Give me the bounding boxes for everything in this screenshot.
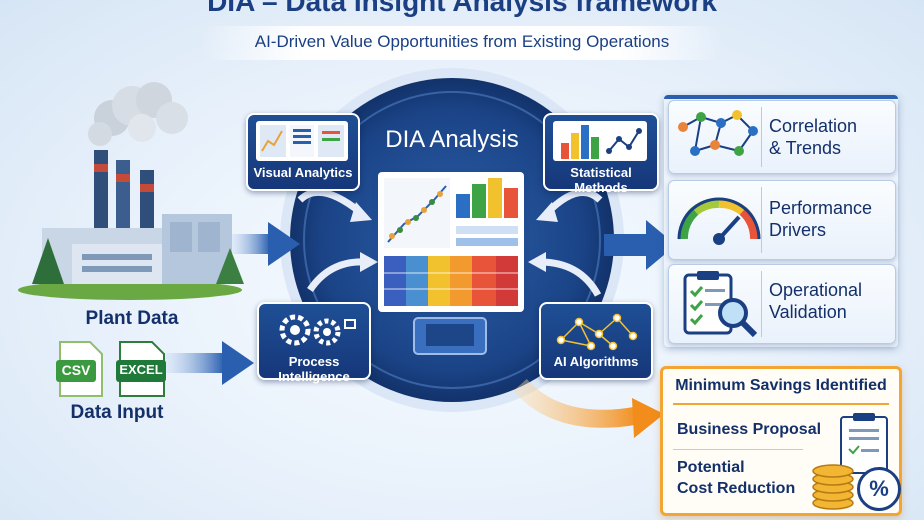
factory-illustration — [18, 82, 244, 300]
performance-line1: Performance — [769, 198, 873, 218]
excel-file-icon: EXCEL — [114, 340, 170, 398]
module-statistical-methods: Statistical Methods — [543, 113, 659, 195]
page-title: DIA – Data Insight Analysis framework — [207, 0, 717, 17]
process-gears-icon — [279, 314, 356, 346]
card-correlation-trends: Correlation & Trends — [668, 100, 896, 174]
analysis-dashboard — [378, 172, 524, 312]
data-input-arrow — [164, 353, 224, 373]
data-input-label: Data Input — [70, 402, 164, 423]
savings-arrow — [513, 378, 642, 428]
process-intelligence-label: Process Intelligence — [278, 354, 350, 384]
visual-analytics-icon — [260, 125, 344, 157]
cost-reduction-line: Cost Reduction — [677, 480, 796, 497]
correlation-line2: & Trends — [769, 138, 842, 158]
excel-label: EXCEL — [119, 362, 163, 377]
csv-file-icon: CSV — [54, 340, 106, 398]
operational-line1: Operational — [769, 280, 863, 300]
savings-box: Minimum Savings Identified Business Prop… — [660, 366, 902, 516]
module-ai-algorithms: AI Algorithms — [539, 302, 653, 380]
clipboard-magnifier-icon — [683, 271, 758, 338]
module-visual-analytics: Visual Analytics — [246, 113, 360, 191]
plant-data-label: Plant Data — [85, 308, 179, 329]
proposal-clipboard-icon — [840, 413, 888, 474]
heatmap — [384, 256, 518, 306]
operational-line2: Validation — [769, 302, 847, 322]
card-operational-validation: Operational Validation — [668, 264, 896, 344]
inner-arrow-tl — [297, 188, 363, 215]
inner-arrow-br — [539, 258, 602, 297]
business-proposal-label: Business Proposal — [677, 421, 822, 438]
visual-analytics-label: Visual Analytics — [253, 165, 353, 180]
subtitle-banner — [200, 26, 724, 60]
inner-arrow-tr — [545, 188, 603, 215]
ai-algorithms-label: AI Algorithms — [553, 354, 639, 369]
savings-title: Minimum Savings Identified — [675, 377, 887, 394]
network-icon — [556, 313, 638, 351]
coins-stack-icon — [812, 464, 854, 510]
correlation-network-icon — [678, 110, 758, 156]
inner-arrow-bl — [307, 258, 367, 293]
statistical-methods-label: Statistical Methods — [570, 165, 632, 195]
output-arrow — [604, 234, 648, 256]
gauge-icon — [677, 197, 761, 245]
plant-arrow — [230, 234, 270, 254]
csv-label: CSV — [61, 362, 91, 378]
statistical-methods-icon — [561, 125, 642, 159]
correlation-line1: Correlation — [769, 116, 858, 136]
dia-analysis-title: DIA Analysis — [385, 126, 519, 153]
potential-line: Potential — [677, 459, 745, 476]
module-process-intelligence: Process Intelligence — [257, 302, 371, 384]
card-performance-drivers: Performance Drivers — [668, 180, 896, 260]
performance-line2: Drivers — [769, 220, 826, 240]
page-subtitle: AI-Driven Value Opportunities from Exist… — [254, 32, 670, 51]
percent-badge: % — [857, 467, 901, 511]
